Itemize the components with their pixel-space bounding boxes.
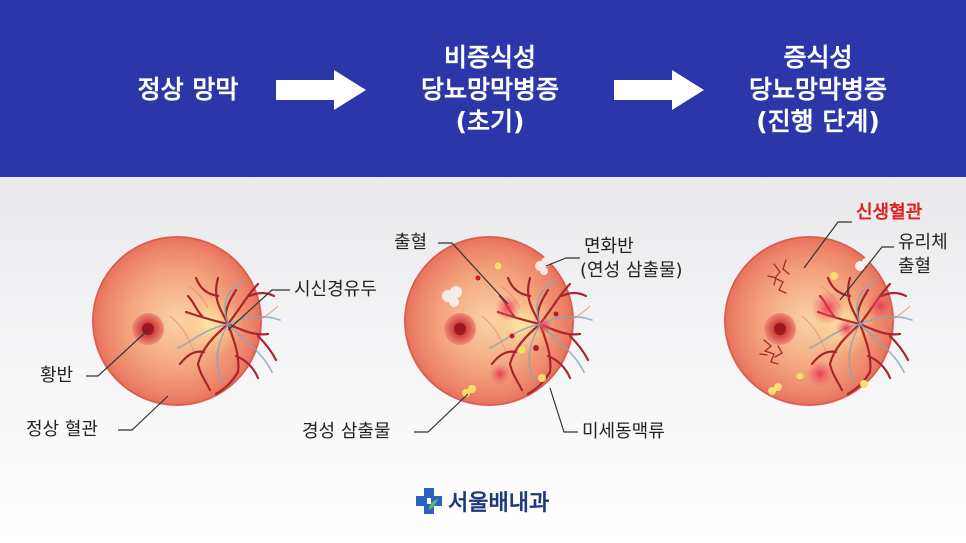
label-hemorrhage: 출혈 <box>394 232 428 253</box>
stage-npdr-line2: 당뇨망막병증 <box>420 75 559 104</box>
label-microaneurysm: 미세동맥류 <box>582 421 665 442</box>
header-banner <box>0 0 966 177</box>
label-macula: 황반 <box>40 365 74 386</box>
stage-pdr: 증식성 당뇨망막병증 (진행 단계) <box>718 42 918 138</box>
label-hard-exudate: 경성 삼출물 <box>302 421 391 442</box>
arrow-right-icon <box>276 70 366 110</box>
medical-cross-icon <box>416 488 442 514</box>
stage-npdr: 비증식성 당뇨망막병증 (초기) <box>390 42 590 138</box>
clinic-name: 서울배내과 <box>448 491 550 516</box>
label-neovascularization: 신생혈관 <box>856 202 923 223</box>
pdr-retina-eye <box>724 236 914 406</box>
label-vitreous-1: 유리체 <box>898 232 948 253</box>
stage-npdr-line1: 비증식성 <box>443 43 536 72</box>
npdr-retina-eye <box>404 236 594 406</box>
header-arrows <box>276 70 704 110</box>
arrow-right-icon <box>614 70 704 110</box>
stage-pdr-line3: (진행 단계) <box>756 107 880 136</box>
normal-retina-eye <box>92 236 282 406</box>
leader-lines <box>86 221 894 433</box>
clinic-logo: 서울배내과 <box>414 485 549 517</box>
stage-normal-title: 정상 망막 <box>137 75 239 104</box>
stage-pdr-line1: 증식성 <box>783 43 853 72</box>
label-optic-disc: 시신경유두 <box>294 279 377 300</box>
label-vitreous-2: 출혈 <box>898 256 932 277</box>
stage-pdr-line2: 당뇨망막병증 <box>748 75 887 104</box>
label-normal-vessels: 정상 혈관 <box>26 419 98 440</box>
label-cotton-wool-2: (연성 삼출물) <box>580 260 683 281</box>
stage-normal-retina: 정상 망막 <box>108 74 268 106</box>
stage-npdr-line3: (초기) <box>455 107 525 136</box>
label-cotton-wool-1: 면화반 <box>584 236 634 257</box>
